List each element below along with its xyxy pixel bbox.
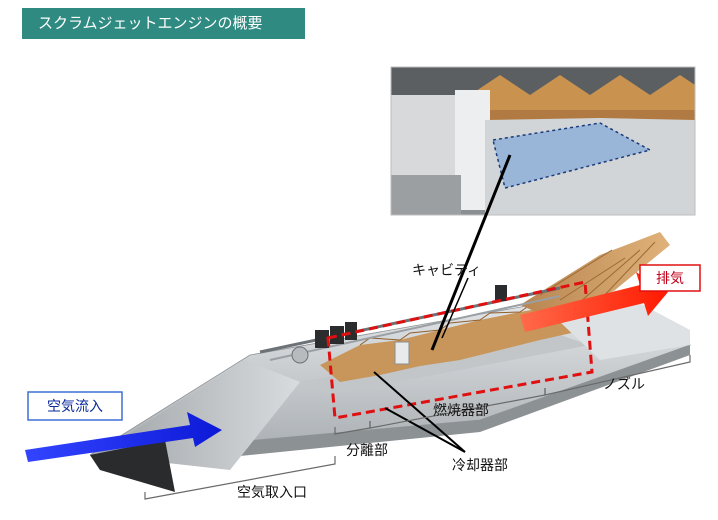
isolator-label: 分離部 [346,442,388,459]
air-inflow-label: 空気流入 [47,399,103,415]
cooler-leader-a [373,371,466,453]
exhaust-arrow [520,272,668,332]
air-intake-label: 空気取入口 [237,485,307,501]
combustor-label: 燃焼器部 [433,402,489,419]
engine-model [89,232,692,492]
air-inflow-arrow [25,412,222,462]
cavity-label-leader [441,277,469,339]
exhaust-label: 排気 [656,271,684,287]
cooler-leader-b [384,407,466,453]
air-intake-bracket [144,456,336,500]
air-inflow-label-box [27,391,123,421]
cavity-inset-photo [390,66,696,216]
cooler-label: 冷却器部 [452,458,508,474]
nozzle-label: ノズル [603,377,645,393]
cavity-pointer-line [430,154,512,351]
combustor-highlight-box [326,280,594,420]
nozzle-bracket [544,355,691,396]
exhaust-label-box [639,264,701,292]
cavity-label: キャビティ [412,263,481,279]
page-title: スクラムジェットエンジンの概要 [22,8,305,39]
